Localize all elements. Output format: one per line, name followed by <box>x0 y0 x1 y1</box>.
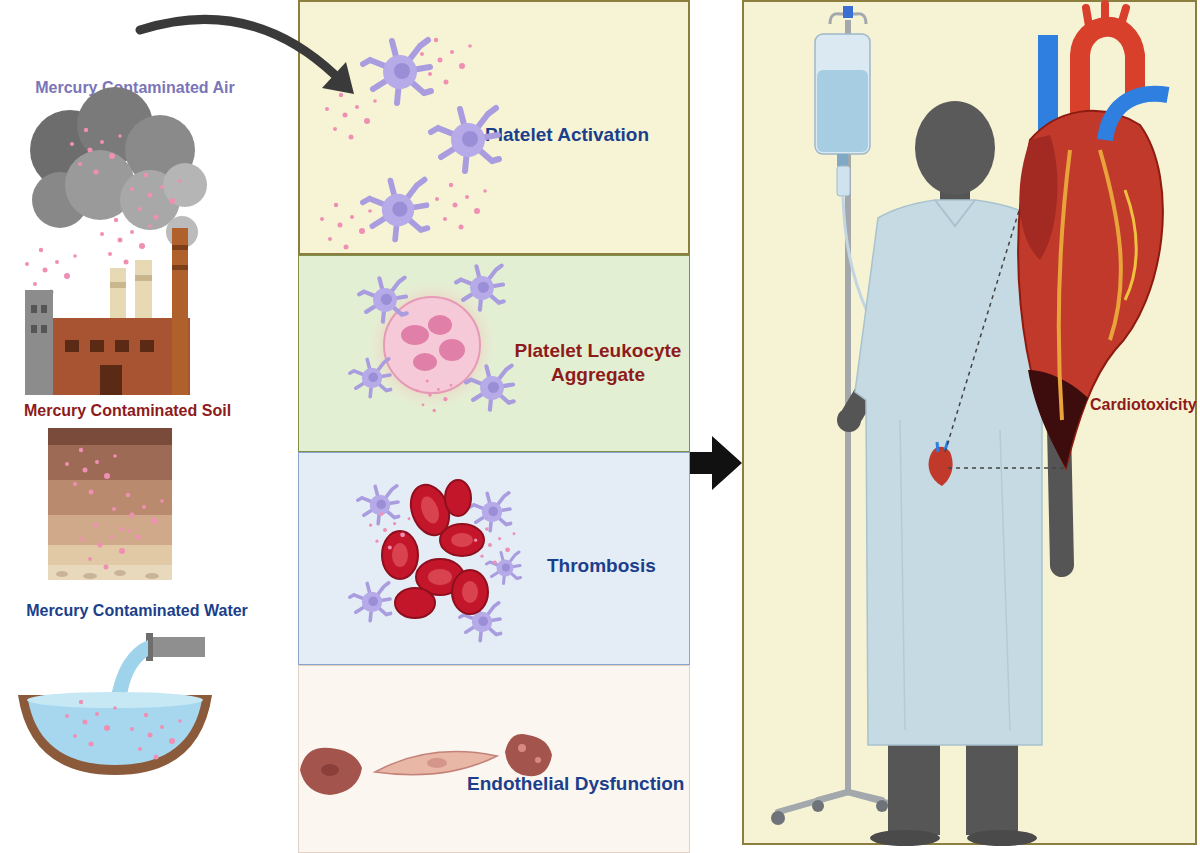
factory-illustration <box>100 365 122 395</box>
factory-illustration <box>65 340 79 352</box>
soil-layers <box>145 573 159 579</box>
factory-illustration <box>65 150 135 220</box>
soil-layers <box>114 570 126 576</box>
source-label: Mercury Contaminated Water <box>2 601 272 621</box>
mechanism-panel: Platelet Leukocyte Aggregate <box>298 255 690 452</box>
factory-illustration <box>30 110 110 190</box>
soil-layers <box>112 493 164 540</box>
soil-layers <box>56 571 68 577</box>
factory-illustration <box>41 325 47 333</box>
factory-illustration <box>25 248 77 295</box>
factory-illustration <box>77 87 153 163</box>
soil-layers <box>80 523 132 570</box>
factory-illustration <box>130 173 182 220</box>
water-illustration <box>146 633 153 661</box>
soil-layers <box>48 428 172 445</box>
source-label: Mercury Contaminated Air <box>0 78 270 98</box>
water-illustration <box>18 695 212 775</box>
panel-title: Cardiotoxicity <box>1090 393 1197 417</box>
soil-layers <box>48 428 172 580</box>
factory-illustration <box>70 128 122 175</box>
factory-illustration <box>110 268 126 323</box>
water-illustration <box>18 633 212 775</box>
panel-title: Platelet Activation <box>485 123 649 147</box>
soil-layers <box>65 448 117 495</box>
factory-illustration <box>32 172 88 228</box>
factory-illustration <box>135 260 152 323</box>
soil-layers <box>48 545 172 565</box>
factory-illustration <box>125 115 195 185</box>
factory-illustration <box>25 290 53 395</box>
factory-illustration <box>31 325 37 333</box>
soil-layers <box>48 445 172 480</box>
factory-illustration <box>172 245 188 250</box>
soil-layers <box>48 565 172 580</box>
factory-illustration <box>90 340 104 352</box>
factory-illustration <box>25 87 207 395</box>
soil-layers <box>48 480 172 515</box>
mechanism-panel: Thrombosis <box>298 452 690 665</box>
factory-illustration <box>140 340 154 352</box>
soil-layers <box>48 515 172 545</box>
soil-layers <box>83 573 97 579</box>
factory-illustration <box>166 216 198 248</box>
factory-illustration <box>120 170 180 230</box>
factory-illustration <box>115 340 129 352</box>
water-illustration <box>130 713 182 760</box>
water-illustration <box>110 640 148 702</box>
panel-title: Thrombosis <box>547 554 656 578</box>
factory-illustration <box>163 163 207 207</box>
factory-illustration <box>172 265 188 270</box>
factory-illustration <box>41 305 47 313</box>
water-illustration <box>65 700 117 747</box>
panel-title: Platelet Leukocyte Aggregate <box>503 339 693 387</box>
factory-illustration <box>31 305 37 313</box>
water-illustration <box>28 700 202 765</box>
factory-illustration <box>100 218 152 265</box>
factory-illustration <box>110 282 126 288</box>
source-label: Mercury Contaminated Soil <box>0 401 255 421</box>
mechanism-panel: Platelet Activation <box>298 0 690 255</box>
mechanism-panel: Endothelial Dysfunction <box>298 665 690 853</box>
factory-illustration <box>135 275 152 281</box>
factory-illustration <box>52 318 190 395</box>
water-illustration <box>150 637 205 657</box>
factory-illustration <box>172 228 188 395</box>
water-illustration <box>27 692 203 708</box>
panel-title: Endothelial Dysfunction <box>467 772 684 796</box>
flow-arrow <box>690 436 742 490</box>
outcome-panel: Cardiotoxicity <box>742 0 1197 845</box>
